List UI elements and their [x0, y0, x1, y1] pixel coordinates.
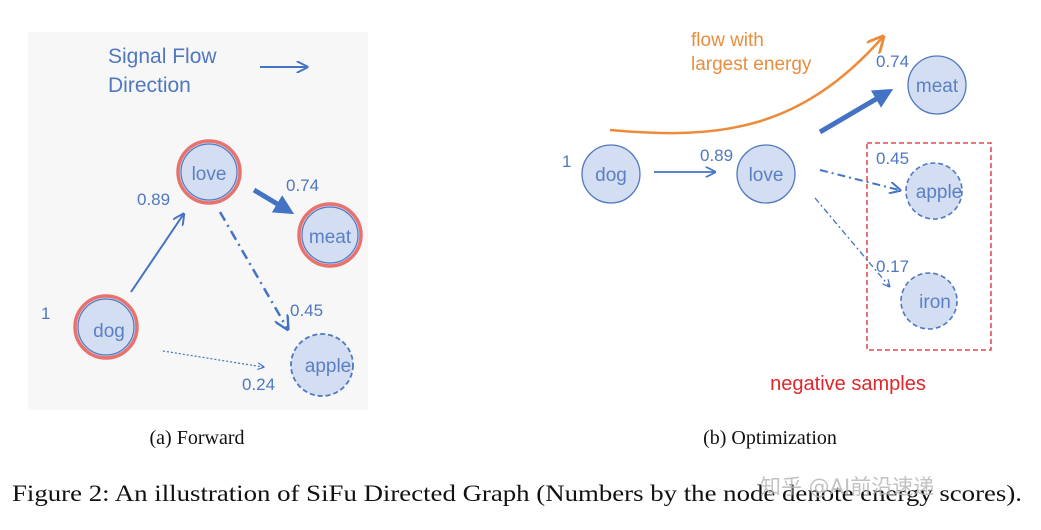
watermark: 知乎 @AI前沿速递: [760, 475, 934, 499]
node-meat-label: meat: [309, 227, 352, 248]
negative-samples-box: [866, 142, 992, 351]
node-b-iron: iron: [900, 272, 958, 330]
edge-dog-apple: [162, 350, 263, 367]
edge-b-love-iron: [814, 197, 889, 286]
score-b-love: 0.89: [700, 146, 733, 165]
score-meat: 0.74: [286, 176, 319, 195]
score-b-apple: 0.45: [876, 149, 909, 168]
subcaption-forward: (a) Forward: [150, 427, 245, 449]
node-b-apple: apple: [905, 162, 963, 220]
figure-caption: Figure 2: An illustration of SiFu Direct…: [12, 481, 1022, 506]
node-love-label: love: [192, 164, 227, 185]
node-meat: meat: [297, 202, 363, 268]
edge-love-meat: [252, 187, 295, 215]
node-dog: dog: [73, 294, 139, 360]
edge-b-love-apple: [819, 169, 899, 190]
node-love: love: [176, 139, 242, 205]
score-apple-bottom: 0.24: [242, 375, 275, 394]
node-b-apple-label: apple: [916, 182, 963, 203]
legend-direction: Direction: [108, 74, 191, 97]
flow-label-line2: largest energy: [691, 54, 812, 75]
score-apple-top: 0.45: [290, 301, 323, 320]
node-b-meat: meat: [907, 55, 967, 115]
node-b-dog: dog: [581, 144, 641, 204]
node-apple: apple: [290, 333, 354, 397]
edge-dog-love: [130, 215, 183, 293]
legend-signal-flow: Signal Flow: [108, 45, 217, 68]
node-b-dog-label: dog: [595, 165, 627, 186]
edge-b-love-meat: [818, 88, 894, 135]
node-b-love-label: love: [749, 165, 784, 186]
subcaption-optimization: (b) Optimization: [703, 427, 837, 449]
edge-love-apple: [218, 211, 287, 328]
score-b-dog: 1: [562, 152, 571, 171]
panel-optimization: flow with largest energy negative sample…: [562, 30, 992, 449]
score-b-iron: 0.17: [876, 257, 909, 276]
node-b-love: love: [736, 144, 796, 204]
negative-samples-label: negative samples: [770, 373, 926, 395]
score-love: 0.89: [137, 190, 170, 209]
flow-largest-energy-path: [609, 38, 882, 135]
panel-forward: Signal Flow Direction love meat dog appl…: [28, 32, 368, 449]
node-b-iron-label: iron: [919, 292, 951, 313]
node-dog-label: dog: [93, 321, 125, 342]
node-b-meat-label: meat: [916, 76, 959, 97]
flow-label-line1: flow with: [691, 30, 764, 51]
score-dog: 1: [41, 304, 50, 323]
score-b-meat: 0.74: [876, 52, 909, 71]
node-apple-label: apple: [305, 356, 352, 377]
